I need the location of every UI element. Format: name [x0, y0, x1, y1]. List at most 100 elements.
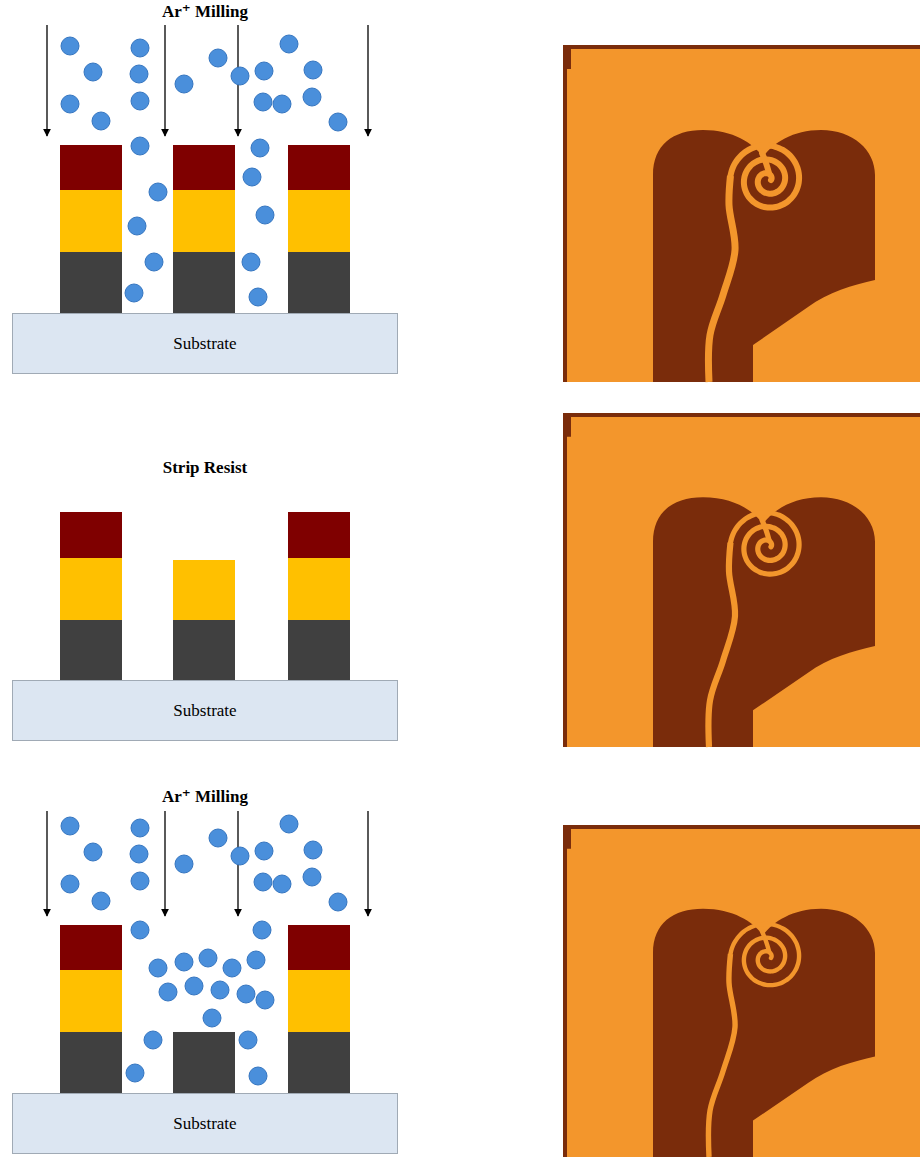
resist-layer — [60, 145, 122, 190]
argon-ion — [84, 843, 102, 861]
argon-ion — [304, 841, 322, 859]
argon-ion — [175, 75, 193, 93]
argon-ion — [130, 845, 148, 863]
argon-ion — [254, 93, 272, 111]
argon-ion — [253, 921, 271, 939]
lobe-gap — [762, 520, 769, 540]
resist-layer — [288, 145, 350, 190]
argon-ion — [249, 288, 267, 306]
argon-ion — [209, 49, 227, 67]
ion-arrow — [46, 25, 47, 136]
argon-ion — [280, 815, 298, 833]
micrograph-ground — [563, 825, 920, 1157]
argon-ion — [84, 63, 102, 81]
antenna-metal — [653, 497, 875, 747]
argon-ion — [203, 1009, 221, 1027]
antenna-metal — [653, 130, 875, 382]
argon-ion — [145, 253, 163, 271]
base-layer — [288, 1032, 350, 1093]
argon-ion — [231, 847, 249, 865]
argon-ion — [237, 985, 255, 1003]
argon-ion — [303, 88, 321, 106]
base-layer — [288, 620, 350, 680]
lobe-gap — [762, 931, 769, 951]
resist-layer — [288, 925, 350, 970]
ion-arrow — [367, 811, 368, 916]
feed-gap — [709, 954, 736, 1157]
metal-layer — [60, 970, 122, 1032]
micrograph — [563, 413, 920, 747]
argon-ion — [125, 284, 143, 302]
argon-ion — [209, 829, 227, 847]
resist-layer — [60, 512, 122, 558]
argon-ion — [329, 113, 347, 131]
argon-ion — [149, 959, 167, 977]
substrate-box: Substrate — [12, 680, 398, 741]
micrograph — [563, 45, 920, 382]
resist-layer — [60, 925, 122, 970]
metal-layer — [173, 560, 235, 620]
substrate-label: Substrate — [173, 701, 236, 721]
argon-ion — [211, 981, 229, 999]
antenna-metal — [653, 909, 875, 1157]
argon-ion — [149, 183, 167, 201]
argon-ion — [247, 951, 265, 969]
argon-ion — [130, 65, 148, 83]
resist-layer — [288, 512, 350, 558]
micrograph-frame — [563, 45, 920, 382]
argon-ion — [251, 139, 269, 157]
base-layer — [173, 620, 235, 680]
substrate-label: Substrate — [173, 334, 236, 354]
argon-ion — [61, 37, 79, 55]
base-layer — [60, 252, 122, 313]
argon-ion — [61, 817, 79, 835]
base-layer — [173, 252, 235, 313]
argon-ion — [239, 1031, 257, 1049]
ion-arrow — [164, 25, 165, 136]
micrograph-frame — [563, 825, 920, 1157]
feed-gap — [709, 543, 736, 747]
metal-layer — [288, 558, 350, 620]
substrate-box: Substrate — [12, 1093, 398, 1154]
argon-ion — [273, 875, 291, 893]
argon-ion — [231, 67, 249, 85]
argon-ion — [304, 61, 322, 79]
step-heading: Ar⁺ Milling — [162, 2, 248, 22]
argon-ion — [61, 875, 79, 893]
ion-arrow — [367, 25, 368, 136]
ion-arrow — [164, 811, 165, 916]
lobe-gap — [762, 153, 769, 173]
spiral-gap — [730, 145, 799, 207]
argon-ion — [131, 92, 149, 110]
argon-ion — [223, 959, 241, 977]
metal-layer — [173, 190, 235, 252]
argon-ion — [256, 991, 274, 1009]
step-heading: Ar⁺ Milling — [162, 787, 248, 807]
base-layer — [173, 1032, 235, 1093]
step-heading: Strip Resist — [163, 458, 248, 478]
argon-ion — [256, 206, 274, 224]
argon-ion — [242, 253, 260, 271]
micrograph-frame — [563, 413, 920, 747]
argon-ion — [254, 873, 272, 891]
argon-ion — [243, 168, 261, 186]
feed-gap — [709, 176, 736, 382]
resist-layer — [173, 145, 235, 190]
argon-ion — [175, 855, 193, 873]
spiral-gap — [730, 513, 799, 575]
argon-ion — [273, 95, 291, 113]
argon-ion — [303, 868, 321, 886]
argon-ion — [128, 217, 146, 235]
argon-ion — [249, 1067, 267, 1085]
argon-ion — [131, 819, 149, 837]
argon-ion — [255, 62, 273, 80]
substrate-box: Substrate — [12, 313, 398, 374]
micrograph — [563, 825, 920, 1157]
argon-ion — [126, 1064, 144, 1082]
micrograph-ground — [563, 413, 920, 747]
metal-layer — [60, 558, 122, 620]
base-layer — [60, 1032, 122, 1093]
substrate-label: Substrate — [173, 1114, 236, 1134]
ion-arrow — [46, 811, 47, 916]
